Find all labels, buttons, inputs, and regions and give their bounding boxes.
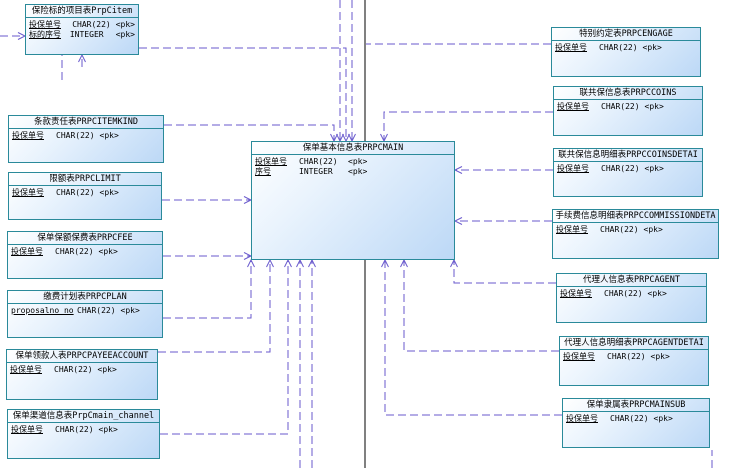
edge-agentdetail: [403, 260, 559, 352]
entity-title: 代理人信息表PRPCAGENT: [557, 274, 706, 287]
entity-title: 保险标的项目表PrpCitem: [26, 5, 138, 18]
entity-title: 保单保额保费表PRPCFEE: [8, 232, 162, 245]
edge-coins: [383, 111, 553, 141]
arrowhead: [453, 166, 463, 174]
entity-title: 特别约定表PRPCENGAGE: [552, 28, 700, 41]
entity-title: 手续费信息明细表PRPCCOMMISSIONDETA: [553, 210, 718, 223]
arrowhead: [381, 258, 389, 268]
entity-title: 保单隶属表PRPCMAINSUB: [563, 399, 709, 412]
entity-title: 限额表PRPCLIMIT: [9, 173, 161, 186]
arrowhead: [296, 258, 304, 268]
arrowhead: [450, 258, 458, 268]
edge-agent: [453, 260, 556, 284]
arrowhead: [308, 258, 316, 268]
entity-title: 联共保信息表PRPCCOINS: [554, 87, 702, 100]
entity-title: 保单基本信息表PRPCMAIN: [252, 142, 454, 155]
edge-channel: [160, 260, 289, 435]
entity-title: 条款责任表PRPCITEMKIND: [9, 116, 163, 129]
entity-title: 保单渠道信息表PrpCmain_channel: [8, 410, 159, 423]
entity-title: 缴费计划表PRPCPLAN: [8, 291, 162, 304]
entity-title: 保单领款人表PRPCPAYEEACCOUNT: [7, 350, 157, 363]
arrowhead: [78, 53, 86, 63]
edge-plan: [163, 260, 252, 319]
edge-mainsub: [384, 260, 562, 416]
arrowhead: [453, 217, 463, 225]
arrowhead: [247, 258, 255, 268]
entity-title: 代理人信息明细表PRPCAGENTDETAI: [560, 337, 708, 350]
edge-payee: [158, 260, 271, 353]
arrowhead: [266, 258, 274, 268]
edge-itemkind: [164, 124, 335, 141]
arrowhead: [284, 258, 292, 268]
entity-title: 联共保信息明细表PRPCCOINSDETAI: [554, 149, 702, 162]
arrowhead: [400, 258, 408, 268]
edge-item-right: [139, 47, 347, 141]
